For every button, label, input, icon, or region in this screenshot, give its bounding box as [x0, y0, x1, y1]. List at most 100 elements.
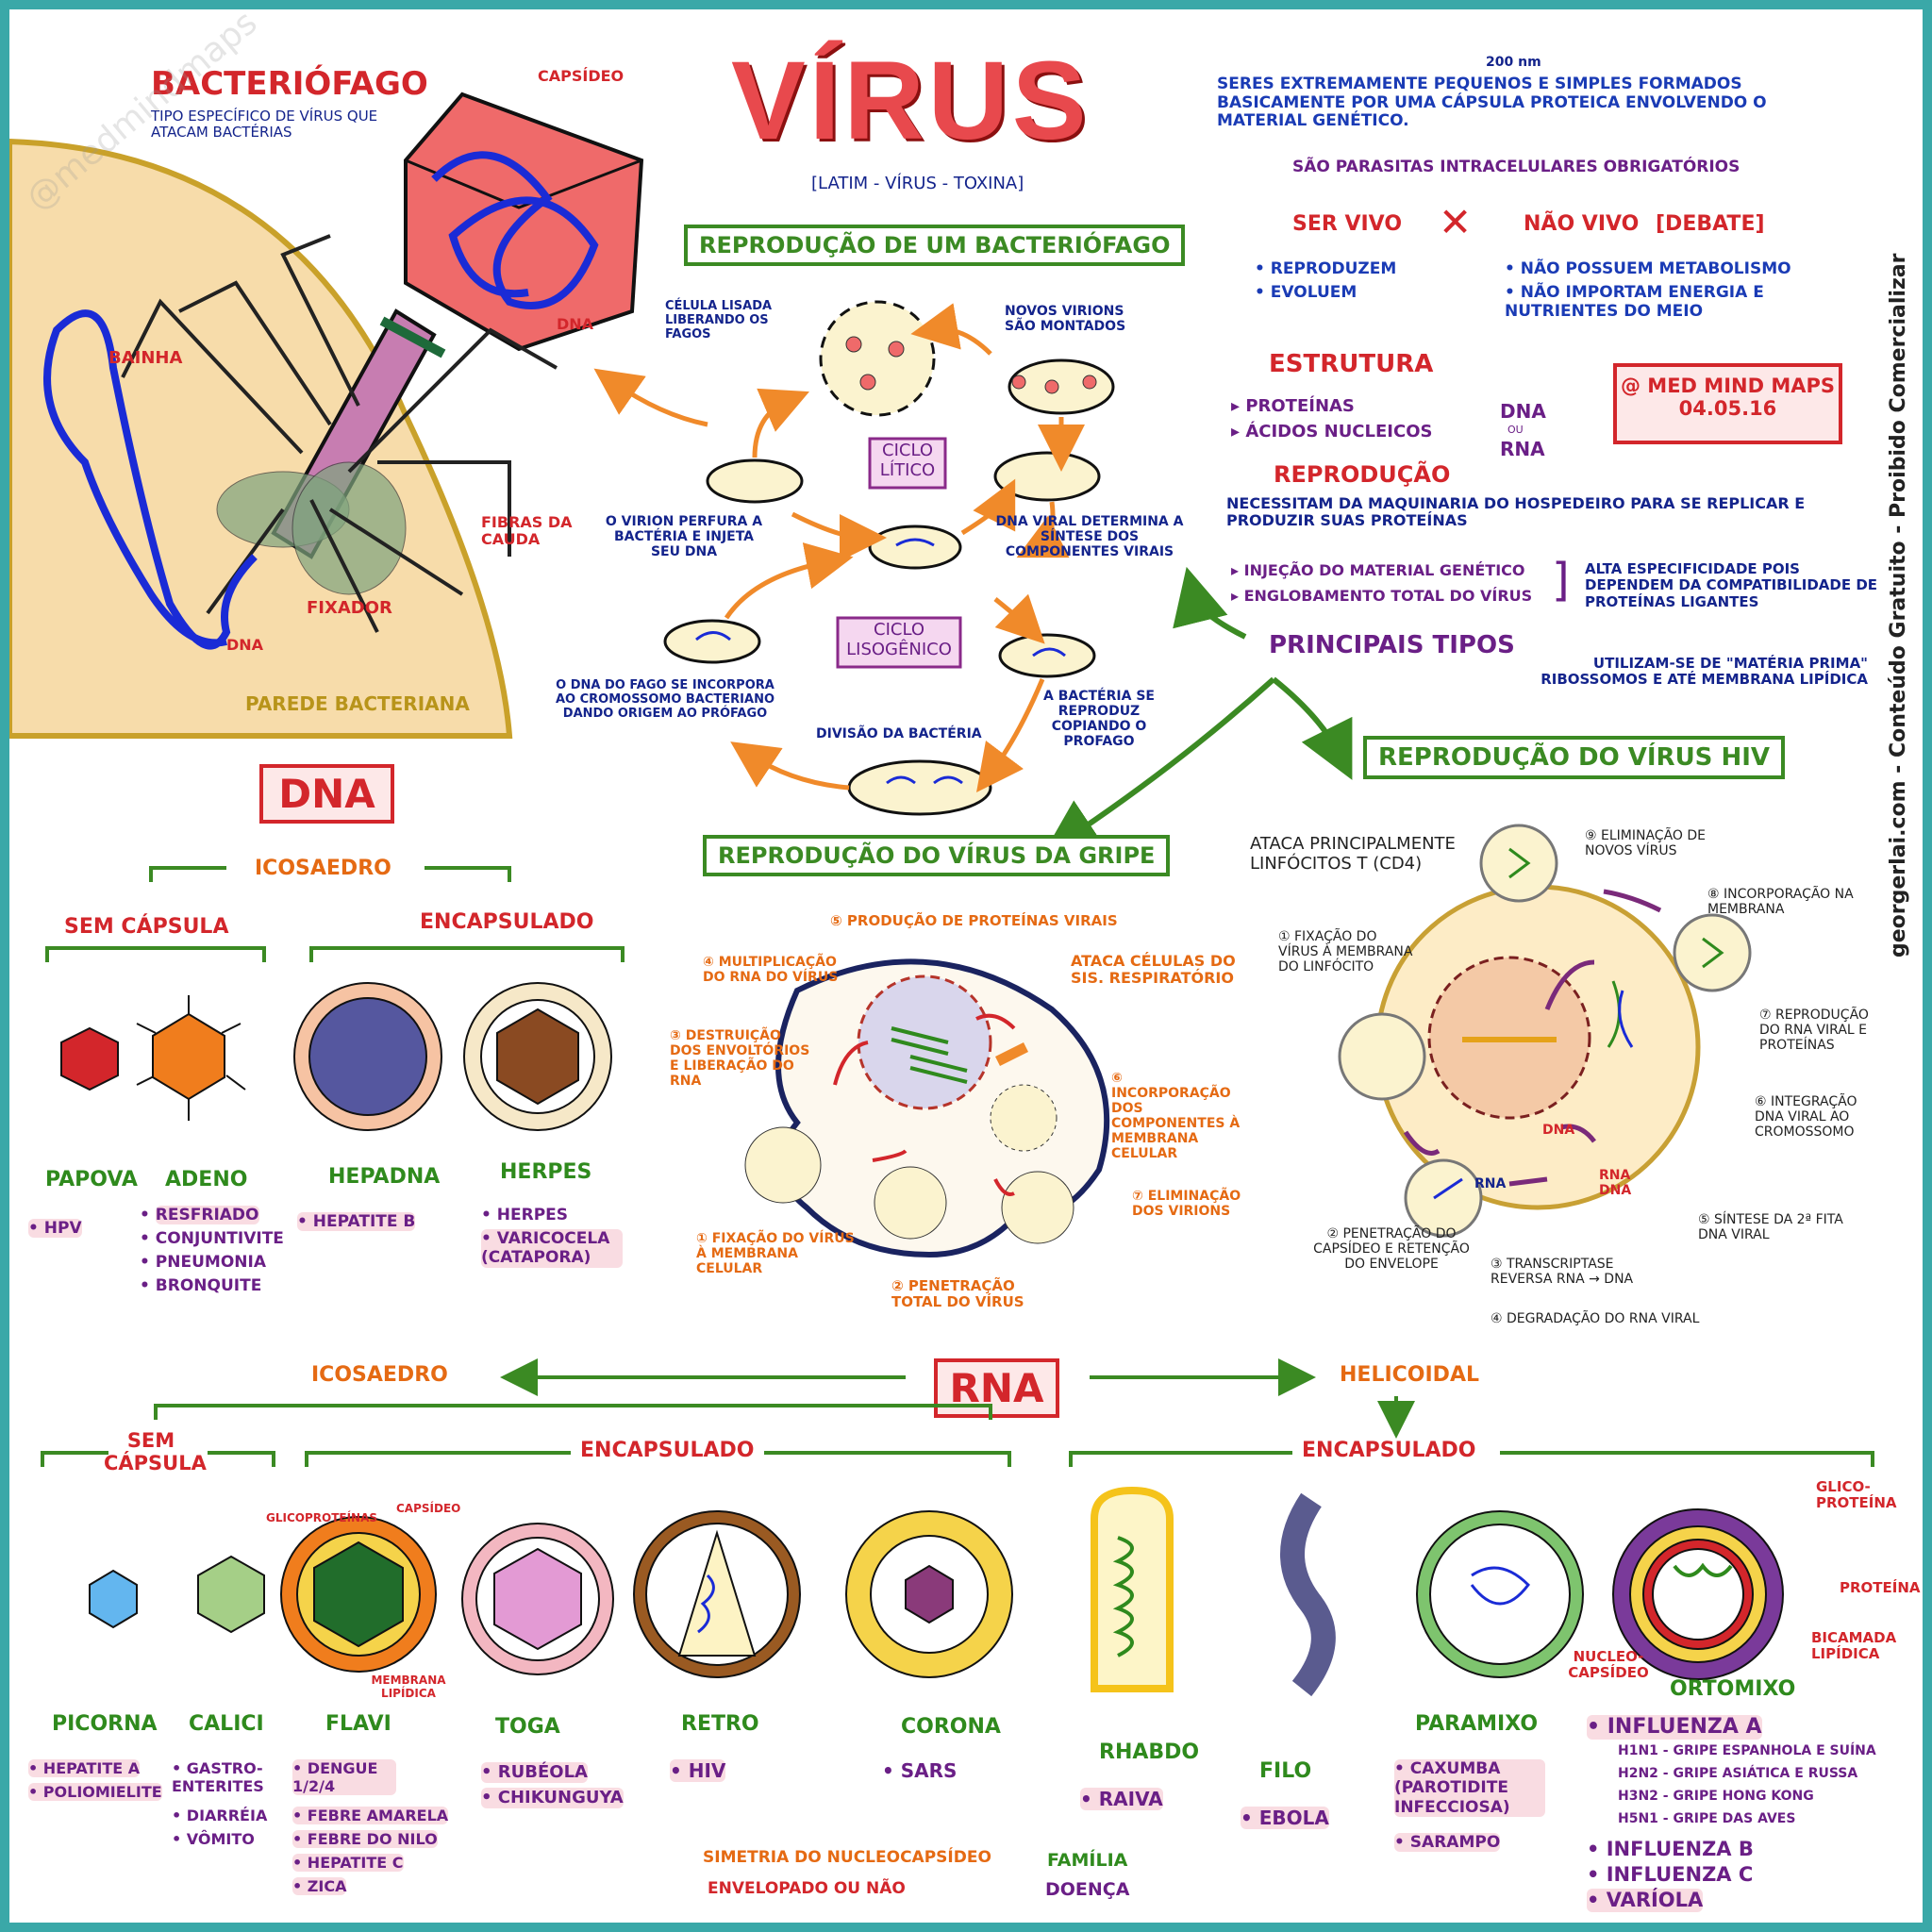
gripe-step5: ⑤ PRODUÇÃO DE PROTEÍNAS VIRAIS	[830, 912, 1118, 929]
step-lisada: CÉLULA LISADA LIBERANDO OS FAGOS	[665, 299, 773, 341]
estrutura-item: ▸ ÁCIDOS NUCLEICOS	[1231, 422, 1433, 441]
disease: • PNEUMONIA	[140, 1253, 266, 1272]
disease: • HIV	[670, 1759, 726, 1782]
rna-virus-icons	[89, 1486, 1784, 1697]
hiv-step1: ① FIXAÇÃO DO VÍRUS À MEMBRANA DO LINFÓCI…	[1278, 929, 1413, 975]
alive-item: • EVOLUEM	[1255, 283, 1357, 302]
family-hepadna: HEPADNA	[328, 1165, 441, 1189]
hiv-step2: ② PENETRAÇÃO DO CAPSÍDEO E RETENÇÃO DO E…	[1313, 1226, 1470, 1273]
hiv-inner-dna: DNA	[1542, 1123, 1575, 1138]
legend-envelopado: ENVELOPADO OU NÃO	[708, 1879, 906, 1898]
family-retro: RETRO	[681, 1712, 759, 1736]
dna-sem-capsula: SEM CÁPSULA	[64, 915, 229, 939]
hiv-step3: ③ TRANSCRIPTASE REVERSA RNA → DNA	[1491, 1257, 1634, 1288]
family-calici: CALICI	[189, 1712, 264, 1736]
dna-section-title: DNA	[259, 764, 394, 824]
page-title: VÍRUS	[731, 39, 1091, 163]
disease: • HEPATITE B	[297, 1212, 416, 1232]
reproducao-item: ▸ INJEÇÃO DO MATERIAL GENÉTICO	[1231, 561, 1525, 579]
hiv-step7: ⑦ REPRODUÇÃO DO RNA VIRAL E PROTEÍNAS	[1759, 1008, 1869, 1054]
disease: • INFLUENZA B	[1587, 1838, 1754, 1860]
bacteriophage-subtitle: TIPO ESPECÍFICO DE VÍRUS QUE ATACAM BACT…	[151, 108, 378, 142]
disease: • ZICA	[292, 1877, 347, 1896]
disease: • RESFRIADO	[140, 1206, 259, 1224]
gripe-cell-diagram	[744, 958, 1110, 1258]
gripe-title: REPRODUÇÃO DO VÍRUS DA GRIPE	[703, 835, 1171, 876]
dna-virus-icons	[60, 982, 612, 1131]
disease: • HEPATITE A	[28, 1759, 141, 1778]
step-divisao: DIVISÃO DA BACTÉRIA	[816, 726, 982, 741]
gripe-ataca: ATACA CÉLULAS DO SIS. RESPIRATÓRIO	[1071, 952, 1236, 988]
flavi-membrana-label: MEMBRANA LIPÍDICA	[371, 1674, 446, 1700]
family-herpes: HERPES	[500, 1160, 592, 1184]
disease: • DIARRÉIA	[172, 1807, 268, 1824]
mind-map-page: BACTERIÓFAGO TIPO ESPECÍFICO DE VÍRUS QU…	[9, 9, 1923, 1923]
bacteriophage-cycle-diagram	[593, 300, 1115, 816]
principais-arrows	[1042, 566, 1353, 856]
bacteriophage-title: BACTERIÓFAGO	[151, 65, 428, 103]
dna-brackets	[45, 866, 625, 962]
label-bainha: BAINHA	[108, 348, 183, 368]
family-adeno: ADENO	[165, 1168, 248, 1191]
ciclo-title: REPRODUÇÃO DE UM BACTERIÓFAGO	[684, 225, 1186, 266]
stamp-line1: @ MED MIND MAPS	[1621, 375, 1835, 397]
disease: • VARICOCELA (CATAPORA)	[481, 1229, 623, 1268]
parasites-text: SÃO PARASITAS INTRACELULARES OBRIGATÓRIO…	[1292, 158, 1740, 176]
rna-section-title: RNA	[934, 1358, 1059, 1418]
influenza-subtype: H3N2 - GRIPE HONG KONG	[1618, 1789, 1814, 1804]
orto-proteina-label: PROTEÍNA	[1840, 1579, 1921, 1596]
disease: • CAXUMBA (PAROTIDITE INFECCIOSA)	[1394, 1759, 1545, 1818]
stamp-line2: 04.05.16	[1678, 397, 1777, 420]
legend-familia: FAMÍLIA	[1047, 1850, 1128, 1871]
influenza-subtype: H5N1 - GRIPE DAS AVES	[1618, 1811, 1796, 1826]
reproducao-text: NECESSITAM DA MAQUINARIA DO HOSPEDEIRO P…	[1226, 494, 1806, 530]
not-alive-item: • NÃO IMPORTAM ENERGIA E NUTRIENTES DO M…	[1505, 283, 1764, 322]
step-perfura: O VIRION PERFURA A BACTÉRIA E INJETA SEU…	[605, 514, 763, 560]
versus-icon: ✕	[1439, 199, 1473, 245]
disease: • INFLUENZA C	[1587, 1863, 1754, 1886]
not-alive-label: NÃO VIVO	[1524, 212, 1640, 236]
hiv-cell-diagram	[1338, 824, 1752, 1238]
family-picorna: PICORNA	[52, 1712, 158, 1736]
disease: • VÔMITO	[172, 1830, 255, 1848]
label-dna-bottom: DNA	[226, 636, 264, 654]
label-capsideo: CAPSÍDEO	[538, 67, 625, 85]
step-novos: NOVOS VIRIONS SÃO MONTADOS	[1005, 304, 1126, 335]
estrutura-title: ESTRUTURA	[1269, 350, 1434, 378]
disease: • POLIOMIELITE	[28, 1783, 162, 1802]
hiv-ataca: ATACA PRINCIPALMENTE LINFÓCITOS T (CD4)	[1250, 834, 1456, 874]
principais-tipos: PRINCIPAIS TIPOS	[1269, 631, 1515, 659]
rna-arrows	[41, 1358, 1874, 1467]
rna-icosaedro: ICOSAEDRO	[311, 1363, 448, 1387]
disease: • BRONQUITE	[140, 1276, 262, 1295]
alive-label: SER VIVO	[1292, 212, 1403, 236]
disease: • HEPATITE C	[292, 1854, 404, 1873]
hiv-step5: ⑤ SÍNTESE DA 2ª FITA DNA VIRAL	[1698, 1212, 1843, 1243]
disease: • EBOLA	[1241, 1807, 1329, 1829]
author-stamp: @ MED MIND MAPS 04.05.16	[1613, 363, 1842, 444]
gripe-step1: ① FIXAÇÃO DO VÍRUS À MEMBRANA CELULAR	[696, 1231, 855, 1277]
family-corona: CORONA	[901, 1715, 1001, 1739]
influenza-subtype: H1N1 - GRIPE ESPANHOLA E SUÍNA	[1618, 1743, 1876, 1758]
family-rhabdo: RHABDO	[1099, 1740, 1200, 1764]
materia-prima-note: UTILIZAM-SE DE "MATÉRIA PRIMA" RIBOSSOMO…	[1541, 655, 1868, 689]
title-etymology: [LATIM - VÍRUS - TOXINA]	[811, 174, 1024, 193]
dna-encapsulado: ENCAPSULADO	[420, 910, 594, 934]
hiv-step4: ④ DEGRADAÇÃO DO RNA VIRAL	[1491, 1311, 1700, 1326]
disease: • FEBRE DO NILO	[292, 1830, 438, 1849]
legend-doenca: DOENÇA	[1045, 1879, 1130, 1900]
disease: • HERPES	[481, 1206, 569, 1224]
disease: • SARAMPO	[1394, 1833, 1501, 1853]
rna-sem-capsula: SEM CÁPSULA	[104, 1429, 207, 1475]
disease: • CHIKUNGUYA	[481, 1788, 624, 1808]
family-filo: FILO	[1259, 1759, 1312, 1783]
step-reproduz: A BACTÉRIA SE REPRODUZ COPIANDO O PROFAG…	[1043, 689, 1155, 750]
intro-text: SERES EXTREMAMENTE PEQUENOS E SIMPLES FO…	[1217, 75, 1767, 131]
step-dna-viral: DNA VIRAL DETERMINA A SÍNTESE DOS COMPON…	[995, 514, 1184, 560]
dna-icosaedro: ICOSAEDRO	[255, 857, 391, 880]
disease: • RUBÉOLA	[481, 1762, 588, 1783]
gripe-step4: ④ MULTIPLICAÇÃO DO RNA DO VÍRUS	[703, 955, 839, 986]
family-paramixo: PARAMIXO	[1415, 1712, 1539, 1736]
disease: • FEBRE AMARELA	[292, 1807, 449, 1825]
family-flavi: FLAVI	[325, 1712, 391, 1736]
